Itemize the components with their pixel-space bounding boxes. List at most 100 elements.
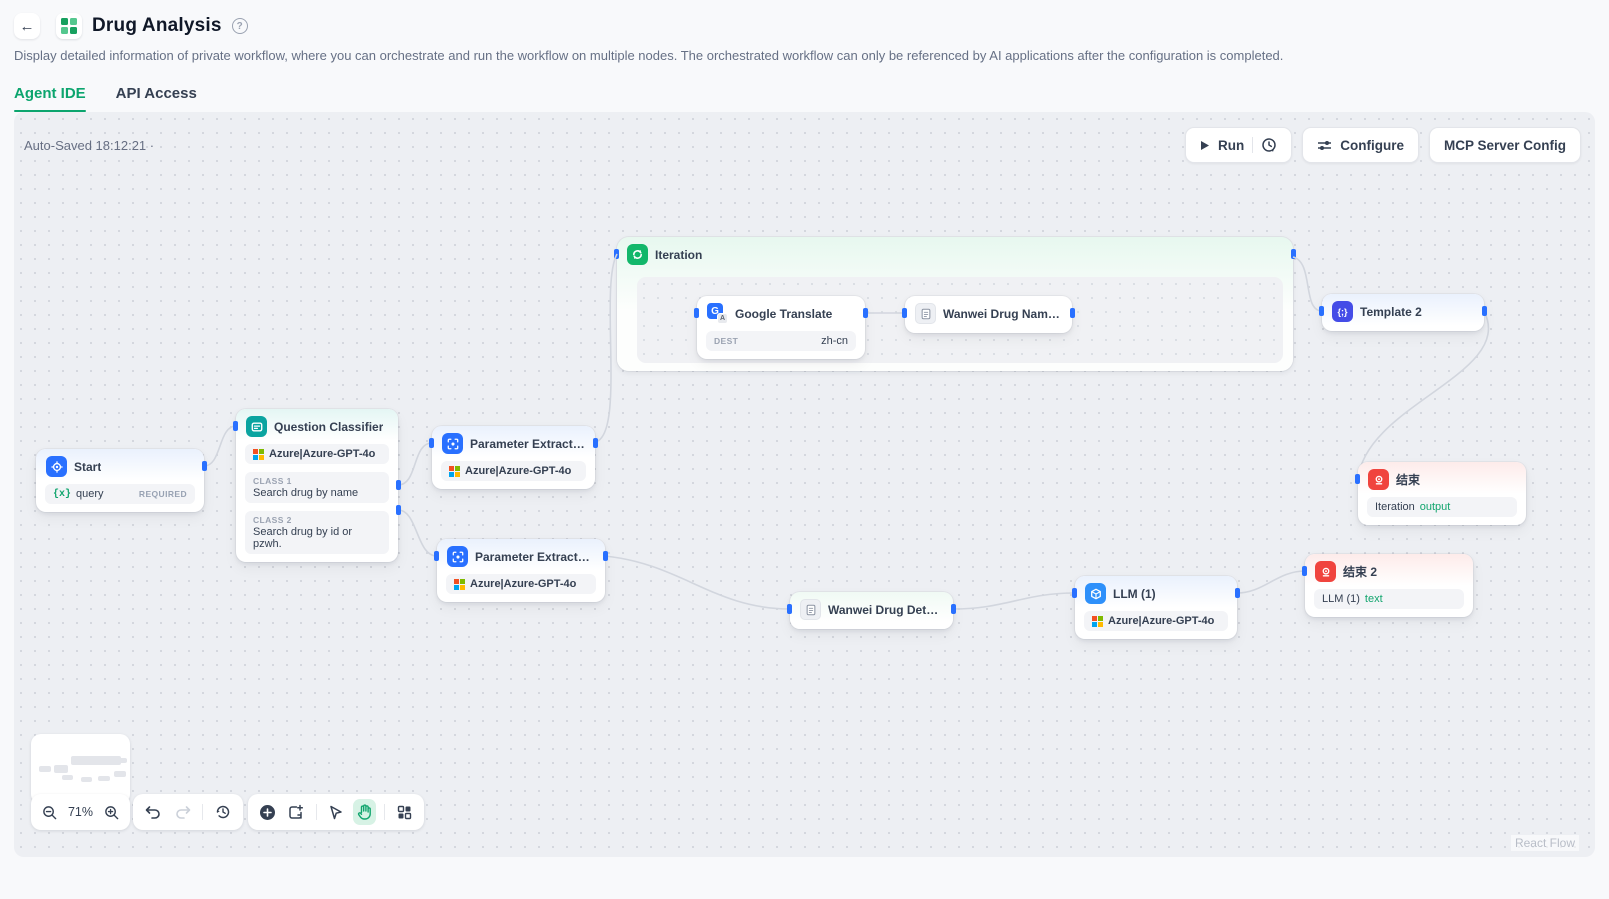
class-row-1[interactable]: CLASS 1 Search drug by name bbox=[245, 472, 389, 503]
node-end-1[interactable]: 结束 Iteration output bbox=[1355, 462, 1526, 525]
variable-name: query bbox=[76, 488, 104, 500]
node-handle[interactable] bbox=[694, 308, 699, 318]
back-button[interactable]: ← bbox=[14, 13, 40, 39]
node-title: Start bbox=[74, 459, 102, 474]
zoom-out-button[interactable] bbox=[39, 799, 60, 825]
node-header: Question Classifier bbox=[236, 409, 398, 444]
node-parameter-extractor-2[interactable]: Parameter Extractor 2 Azure|Azure-GPT-4o bbox=[434, 539, 608, 602]
minimap[interactable] bbox=[31, 734, 130, 804]
node-llm-1[interactable]: LLM (1) Azure|Azure-GPT-4o bbox=[1072, 576, 1240, 639]
run-history-icon[interactable] bbox=[1261, 137, 1277, 153]
variable-row[interactable]: {x} query REQUIRED bbox=[45, 484, 195, 504]
node-handle[interactable] bbox=[1291, 249, 1296, 259]
help-icon[interactable]: ? bbox=[231, 18, 248, 34]
node-end-2[interactable]: 结束 2 LLM (1) text bbox=[1302, 554, 1473, 617]
node-header: {;} Template 2 bbox=[1322, 294, 1484, 329]
parameter-extractor-icon bbox=[447, 546, 468, 567]
minimap-node bbox=[81, 777, 92, 782]
end-icon bbox=[1368, 469, 1389, 490]
add-note-button[interactable] bbox=[285, 799, 308, 825]
pointer-tool-button[interactable] bbox=[325, 799, 348, 825]
edge-template2-end1 bbox=[1357, 310, 1490, 480]
document-tool-icon bbox=[800, 599, 821, 620]
undo-button[interactable] bbox=[141, 799, 165, 825]
ref-prefix: Iteration bbox=[1375, 501, 1415, 513]
history-controls bbox=[133, 794, 243, 830]
model-name: Azure|Azure-GPT-4o bbox=[465, 465, 572, 477]
react-flow-attribution[interactable]: React Flow bbox=[1510, 835, 1579, 851]
node-handle[interactable] bbox=[603, 551, 608, 561]
node-handle[interactable] bbox=[1235, 588, 1240, 598]
divider bbox=[384, 804, 386, 820]
node-header: Iteration bbox=[617, 237, 1293, 272]
node-template-2[interactable]: {;} Template 2 bbox=[1319, 294, 1487, 331]
node-header: G A Google Translate bbox=[697, 296, 865, 331]
node-handle[interactable] bbox=[902, 308, 907, 318]
add-node-button[interactable] bbox=[256, 799, 279, 825]
node-handle[interactable] bbox=[396, 505, 401, 515]
node-handle[interactable] bbox=[787, 604, 792, 614]
node-handle[interactable] bbox=[1482, 306, 1487, 316]
workflow-canvas[interactable]: Auto-Saved 18:12:21 · Run Configure MCP … bbox=[14, 112, 1595, 857]
iteration-icon bbox=[627, 244, 648, 265]
node-handle[interactable] bbox=[1319, 306, 1324, 316]
play-icon bbox=[1200, 140, 1209, 150]
node-handle[interactable] bbox=[614, 249, 619, 259]
minimap-node bbox=[39, 766, 51, 772]
tab-agent-ide[interactable]: Agent IDE bbox=[14, 85, 86, 112]
back-arrow-icon: ← bbox=[19, 17, 35, 35]
node-wanwei-name-search[interactable]: Wanwei Drug Name Search bbox=[902, 296, 1075, 333]
node-handle[interactable] bbox=[951, 604, 956, 614]
node-google-translate[interactable]: G A Google Translate DEST zh-cn bbox=[694, 296, 868, 359]
document-tool-icon bbox=[915, 303, 936, 324]
class-text: Search drug by id or pzwh. bbox=[253, 526, 353, 550]
zoom-in-button[interactable] bbox=[102, 799, 123, 825]
azure-icon bbox=[1092, 615, 1103, 627]
node-title: Google Translate bbox=[735, 306, 833, 321]
model-row[interactable]: Azure|Azure-GPT-4o bbox=[446, 574, 596, 594]
model-row[interactable]: Azure|Azure-GPT-4o bbox=[1084, 611, 1228, 631]
model-row[interactable]: Azure|Azure-GPT-4o bbox=[441, 461, 586, 481]
tab-api-access[interactable]: API Access bbox=[115, 85, 197, 102]
node-handle[interactable] bbox=[593, 438, 598, 448]
node-title: Iteration bbox=[655, 247, 703, 262]
node-handle[interactable] bbox=[1355, 474, 1360, 484]
edge-iteration-template2 bbox=[1292, 256, 1323, 312]
node-handle[interactable] bbox=[1070, 308, 1075, 318]
run-button[interactable]: Run bbox=[1184, 127, 1293, 163]
divider bbox=[202, 804, 204, 820]
model-row[interactable]: Azure|Azure-GPT-4o bbox=[245, 444, 389, 464]
azure-icon bbox=[454, 578, 465, 590]
organize-layout-button[interactable] bbox=[393, 799, 416, 825]
node-start[interactable]: Start {x} query REQUIRED bbox=[36, 449, 207, 512]
node-handle[interactable] bbox=[429, 438, 434, 448]
logo-square bbox=[70, 27, 77, 34]
node-question-classifier[interactable]: Question Classifier Azure|Azure-GPT-4o C… bbox=[233, 409, 401, 562]
dest-row[interactable]: DEST zh-cn bbox=[706, 331, 856, 351]
required-badge: REQUIRED bbox=[138, 489, 187, 499]
node-handle[interactable] bbox=[863, 308, 868, 318]
node-handle[interactable] bbox=[1072, 588, 1077, 598]
mcp-server-config-button[interactable]: MCP Server Config bbox=[1428, 127, 1581, 163]
parameter-extractor-icon bbox=[442, 433, 463, 454]
configure-button[interactable]: Configure bbox=[1302, 127, 1419, 163]
node-parameter-extractor-1[interactable]: Parameter Extractor 1 Azure|Azure-GPT-4o bbox=[429, 426, 598, 489]
output-row[interactable]: Iteration output bbox=[1367, 497, 1517, 517]
logo-square bbox=[61, 27, 68, 34]
node-header: 结束 bbox=[1358, 462, 1526, 497]
class-row-2[interactable]: CLASS 2 Search drug by id or pzwh. bbox=[245, 511, 389, 554]
redo-button[interactable] bbox=[171, 799, 195, 825]
template-icon: {;} bbox=[1332, 301, 1353, 322]
output-row[interactable]: LLM (1) text bbox=[1314, 589, 1464, 609]
node-handle[interactable] bbox=[202, 461, 207, 471]
version-history-button[interactable] bbox=[211, 799, 235, 825]
node-handle[interactable] bbox=[1302, 566, 1307, 576]
node-handle[interactable] bbox=[434, 551, 439, 561]
node-wanwei-detailed-info[interactable]: Wanwei Drug Detailed Info... bbox=[787, 592, 956, 629]
node-handle[interactable] bbox=[233, 421, 238, 431]
configure-label: Configure bbox=[1340, 137, 1404, 153]
zoom-level[interactable]: 71% bbox=[67, 805, 94, 819]
tab-bar: Agent IDE API Access bbox=[0, 85, 1609, 112]
node-handle[interactable] bbox=[396, 480, 401, 490]
hand-tool-button[interactable] bbox=[353, 799, 377, 825]
